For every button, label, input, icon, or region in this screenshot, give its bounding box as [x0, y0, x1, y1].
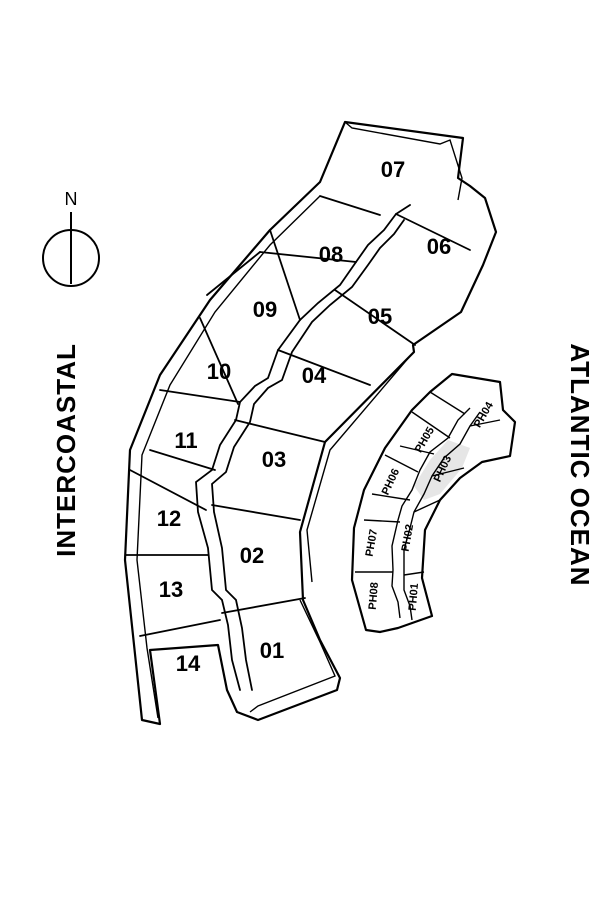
unit-01-label: 01: [260, 638, 284, 663]
penthouse-level: PH01 PH02 PH03 PH04 PH05 PH06 PH07 PH08: [350, 372, 517, 634]
ph07-label: PH07: [364, 528, 381, 557]
ph08-label: PH08: [367, 582, 381, 610]
unit-03-label: 03: [262, 447, 286, 472]
unit-02-label: 02: [240, 543, 264, 568]
intercoastal-label: INTERCOASTAL: [51, 343, 81, 557]
ph01-label: PH01: [407, 583, 421, 611]
unit-08-label: 08: [319, 242, 343, 267]
main-tower: 01 02 03 04 05 06 07 08 09 10 11 12 13 1…: [123, 120, 498, 726]
atlantic-ocean-label: ATLANTIC OCEAN: [565, 343, 595, 586]
unit-04-label: 04: [302, 363, 327, 388]
unit-13-label: 13: [159, 577, 183, 602]
unit-09-label: 09: [253, 297, 277, 322]
north-label: N: [65, 189, 78, 209]
unit-05-label: 05: [368, 304, 392, 329]
north-compass-icon: N: [42, 189, 100, 287]
unit-14-label: 14: [176, 651, 201, 676]
ph02-label: PH02: [400, 523, 417, 552]
tower-outline: [123, 120, 498, 726]
unit-06-label: 06: [427, 234, 451, 259]
unit-12-label: 12: [157, 506, 181, 531]
unit-11-label: 11: [174, 428, 197, 453]
unit-07-label: 07: [381, 157, 405, 182]
unit-10-label: 10: [207, 359, 231, 384]
